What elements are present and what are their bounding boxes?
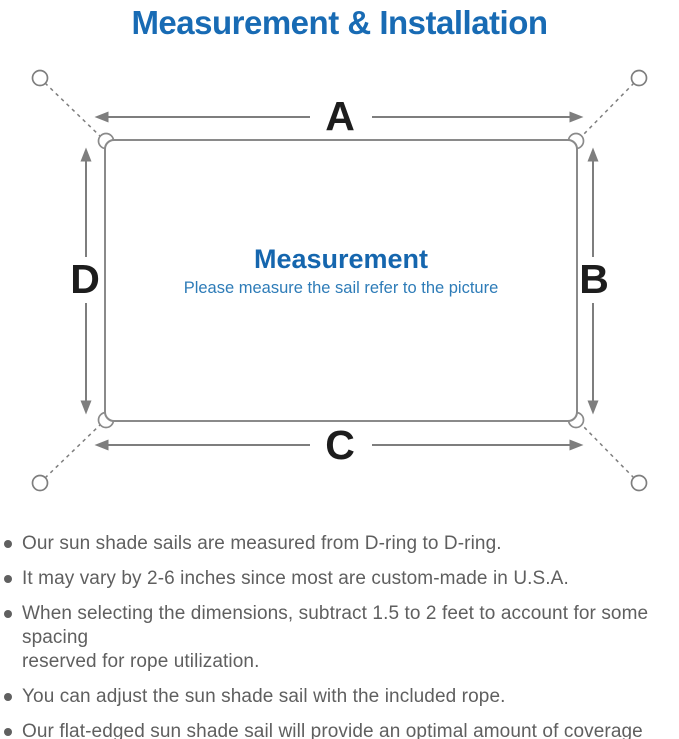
bullet-icon [4,610,12,618]
tether-line-top-left [44,82,102,138]
page-title: Measurement & Installation [131,4,548,41]
anchor-ring-top-right [630,69,648,87]
note-text: You can adjust the sun shade sail with t… [22,686,506,707]
list-item: When selecting the dimensions, subtract … [4,602,671,674]
note-text: It may vary by 2-6 inches since most are… [22,568,569,589]
bullet-icon [4,575,12,583]
list-item: Our flat-edged sun shade sail will provi… [4,720,671,739]
dim-label-d: D [70,256,100,302]
bullet-icon [4,728,12,736]
measurement-diagram: A C D B Measurement Please measure the s… [31,69,648,492]
anchor-ring-bottom-left [31,474,49,492]
diagram-subheading: Please measure the sail refer to the pic… [184,279,499,297]
diagram-heading: Measurement [254,244,428,274]
bullet-icon [4,540,12,548]
sail-outline [104,139,578,422]
list-item: Our sun shade sails are measured from D-… [4,532,671,556]
tether-line-bottom-right [580,423,635,479]
note-text: When selecting the dimensions, subtract … [22,603,649,672]
tether-line-bottom-left [44,423,102,479]
bullet-icon [4,693,12,701]
dim-label-b: B [579,256,609,302]
anchor-ring-top-left [31,69,49,87]
tether-line-top-right [580,82,635,138]
note-text: Our flat-edged sun shade sail will provi… [22,721,643,739]
note-text: Our sun shade sails are measured from D-… [22,533,502,554]
anchor-ring-bottom-right [630,474,648,492]
list-item: It may vary by 2-6 inches since most are… [4,567,671,591]
notes-list: Our sun shade sails are measured from D-… [4,532,671,739]
dim-label-a: A [325,93,355,139]
list-item: You can adjust the sun shade sail with t… [4,685,671,709]
dim-label-c: C [325,422,355,468]
